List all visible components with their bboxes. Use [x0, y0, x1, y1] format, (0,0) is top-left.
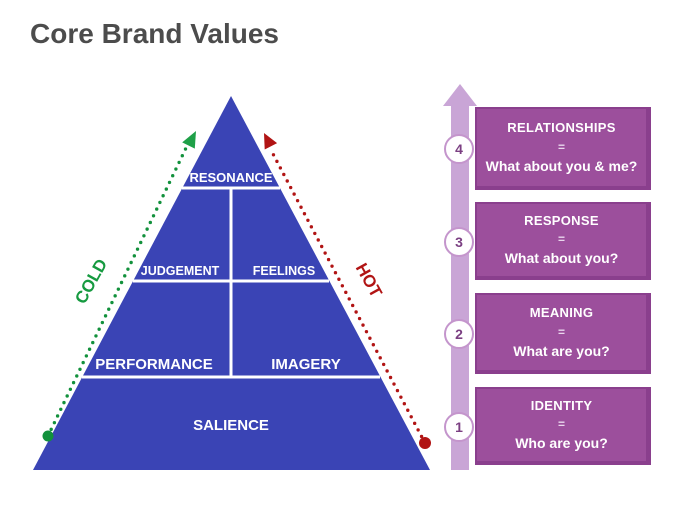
- pyramid-level-performance: PERFORMANCE: [95, 356, 213, 373]
- cold-arrow-start-dot: [42, 430, 54, 442]
- stage-box-meaning: MEANING = What are you?: [475, 293, 651, 374]
- stage-box-response: RESPONSE = What about you?: [475, 202, 651, 280]
- stage-number: 1: [455, 419, 463, 435]
- cold-arrow: [42, 131, 196, 442]
- stage-number: 3: [455, 234, 463, 250]
- stage-number-badge: 1: [444, 412, 474, 442]
- stage-question: What about you & me?: [485, 157, 638, 174]
- hot-label: HOT: [352, 260, 386, 301]
- hot-arrow-start-dot: [419, 437, 431, 449]
- equals-sign: =: [557, 417, 565, 432]
- pyramid-level-resonance: RESONANCE: [189, 170, 272, 185]
- stage-question: What about you?: [504, 250, 619, 267]
- stage-title: RELATIONSHIPS: [507, 120, 616, 136]
- page-title: Core Brand Values: [30, 18, 279, 49]
- stage-title: MEANING: [529, 305, 594, 321]
- equals-sign: =: [557, 324, 565, 339]
- pyramid-level-judgement: JUDGEMENT: [141, 264, 220, 278]
- hot-arrow: [264, 133, 431, 449]
- up-arrow-shaft: [451, 104, 469, 470]
- stage-question: What are you?: [513, 342, 610, 359]
- pyramid-level-imagery: IMAGERY: [271, 356, 340, 373]
- stage-title: RESPONSE: [524, 212, 599, 228]
- equals-sign: =: [557, 232, 565, 247]
- hot-arrowhead-icon: [264, 133, 278, 150]
- stage-box-identity: IDENTITY = Who are you?: [475, 387, 651, 465]
- stage-box-relationships: RELATIONSHIPS = What about you & me?: [475, 107, 651, 190]
- stage-number-badge: 4: [444, 134, 474, 164]
- cold-arrowhead-icon: [182, 131, 196, 149]
- stage-question: Who are you?: [515, 435, 608, 452]
- pyramid-level-feelings: FEELINGS: [253, 264, 316, 278]
- pyramid-dividers: [82, 186, 380, 379]
- stage-number: 4: [455, 141, 463, 157]
- stage-number: 2: [455, 326, 463, 342]
- stage-number-badge: 3: [444, 227, 474, 257]
- stage-number-badge: 2: [444, 319, 474, 349]
- up-arrow-icon: [443, 84, 477, 106]
- cold-label: COLD: [71, 256, 111, 307]
- stage-title: IDENTITY: [530, 397, 593, 413]
- equals-sign: =: [557, 139, 565, 154]
- pyramid-level-salience: SALIENCE: [193, 417, 269, 434]
